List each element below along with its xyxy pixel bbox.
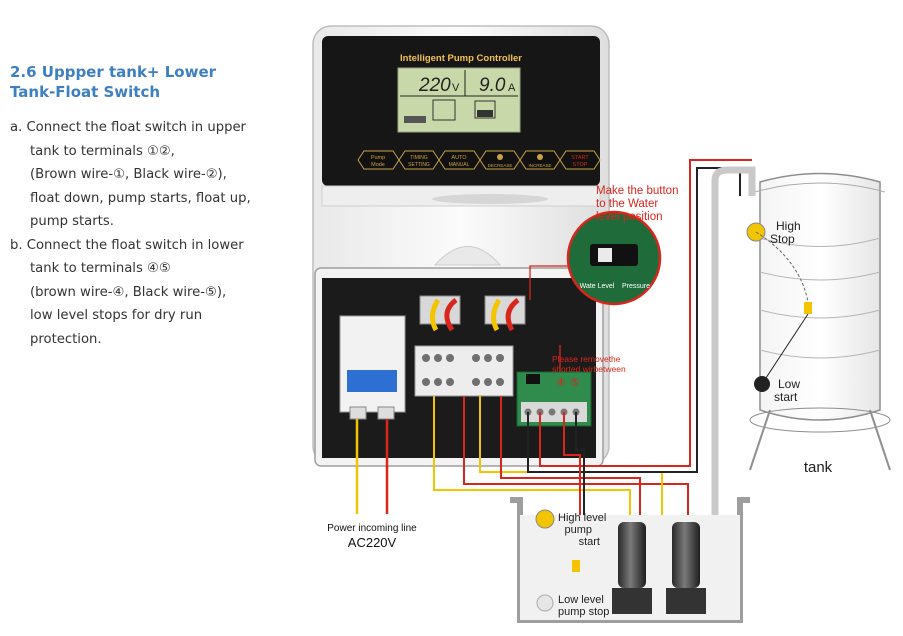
step-a-line: float down, pump starts, float up, bbox=[30, 190, 251, 206]
note-line: to the Water bbox=[596, 198, 658, 210]
button-label: START bbox=[571, 155, 589, 161]
start-stop-button[interactable]: START STOP bbox=[559, 150, 601, 170]
section-title-line2: Tank-Float Switch bbox=[10, 83, 161, 101]
upper-low-float-label: Low bbox=[778, 377, 800, 391]
controller-display: Intelligent Pump Controller 220 V 9.0 A bbox=[397, 53, 522, 133]
step-a-line: tank to terminals ①②, bbox=[30, 143, 175, 159]
controller-button-row: Pump Mode TIMING SETTING AUTO MANUAL DEC… bbox=[357, 150, 601, 170]
upper-high-float-label: Stop bbox=[770, 232, 795, 246]
note-line: shorted wirbetween bbox=[552, 364, 626, 374]
upper-tank: High Stop Low start tank bbox=[711, 166, 891, 620]
voltage-unit: V bbox=[452, 82, 460, 94]
wiring-compartment bbox=[314, 267, 604, 467]
button-label: INCREASE bbox=[528, 163, 551, 168]
power-line2: AC220V bbox=[348, 535, 397, 550]
button-label: AUTO bbox=[451, 155, 467, 161]
button-label: STOP bbox=[573, 162, 588, 168]
mode-switch-inset: Wate Level Pressure bbox=[566, 210, 662, 306]
upper-high-float-label: High bbox=[776, 219, 801, 233]
step-b-line: low level stops for dry run bbox=[30, 308, 203, 323]
step-b-line: b. Connect the float switch in lower bbox=[10, 237, 244, 253]
section-title-line1: 2.6 Uppper tank+ Lower bbox=[10, 63, 217, 81]
step-a-line: pump starts. bbox=[30, 214, 114, 229]
note-line: Make the button bbox=[596, 185, 678, 197]
button-label: SETTING bbox=[408, 162, 430, 168]
terminal-label: ⑤ bbox=[570, 377, 580, 389]
switch-label-water: Wate Level bbox=[580, 283, 615, 290]
note-line: level position bbox=[596, 211, 662, 223]
controller-title: Intelligent Pump Controller bbox=[400, 53, 522, 64]
step-a: a. Connect the float switch in upper tan… bbox=[10, 116, 280, 234]
timing-setting-button[interactable]: TIMING SETTING bbox=[398, 150, 440, 170]
lower-high-float-label: start bbox=[579, 536, 600, 548]
voltage-readout: 220 bbox=[418, 75, 451, 96]
decrease-button[interactable]: DECREASE bbox=[479, 150, 521, 170]
switch-label-pressure: Pressure bbox=[622, 283, 650, 290]
shorted-wire-note: Please removethe shorted wirbetween ④ ⑤ bbox=[552, 354, 626, 389]
step-a-line: (Brown wire-①, Black wire-②), bbox=[30, 167, 227, 182]
increase-button[interactable]: INCREASE bbox=[519, 150, 561, 170]
lower-high-float-label: pump bbox=[564, 524, 592, 536]
step-b-line: (brown wire-④, Black wire-⑤), bbox=[30, 284, 227, 300]
current-readout: 9.0 bbox=[479, 75, 506, 96]
button-label: Pump bbox=[371, 155, 385, 161]
upper-tank-label: tank bbox=[804, 459, 833, 476]
button-label: MANUAL bbox=[449, 162, 470, 168]
step-b-line: tank to terminals ④⑤ bbox=[30, 261, 171, 276]
button-label: DECREASE bbox=[488, 163, 513, 168]
wires bbox=[355, 159, 752, 560]
lower-low-float-label: Low level bbox=[558, 594, 604, 606]
button-label: Mode bbox=[371, 162, 385, 168]
section-title: 2.6 Uppper tank+ Lower Tank-Float Switch bbox=[10, 62, 280, 102]
button-position-note: Make the button to the Water level posit… bbox=[596, 185, 678, 223]
step-b-line: protection. bbox=[30, 331, 102, 347]
power-line1: Power incoming line bbox=[327, 523, 417, 534]
pump-mode-button[interactable]: Pump Mode bbox=[357, 150, 400, 170]
step-a-line: a. Connect the float switch in upper bbox=[10, 120, 246, 135]
step-b: b. Connect the float switch in lower tan… bbox=[10, 234, 280, 352]
lower-tank: High level pump start Low level pump sto… bbox=[510, 497, 750, 623]
auto-manual-button[interactable]: AUTO MANUAL bbox=[438, 150, 481, 170]
button-label: TIMING bbox=[410, 155, 428, 161]
note-line: Please removethe bbox=[552, 354, 621, 364]
terminal-label: ④ bbox=[556, 377, 566, 389]
upper-low-float-label: start bbox=[774, 390, 798, 404]
lower-low-float-label: pump stop bbox=[558, 606, 609, 618]
power-label: Power incoming line AC220V bbox=[327, 523, 417, 550]
instructions-panel: 2.6 Uppper tank+ Lower Tank-Float Switch… bbox=[10, 62, 280, 351]
lower-high-float-label: High level bbox=[558, 512, 606, 524]
current-unit: A bbox=[508, 82, 516, 94]
